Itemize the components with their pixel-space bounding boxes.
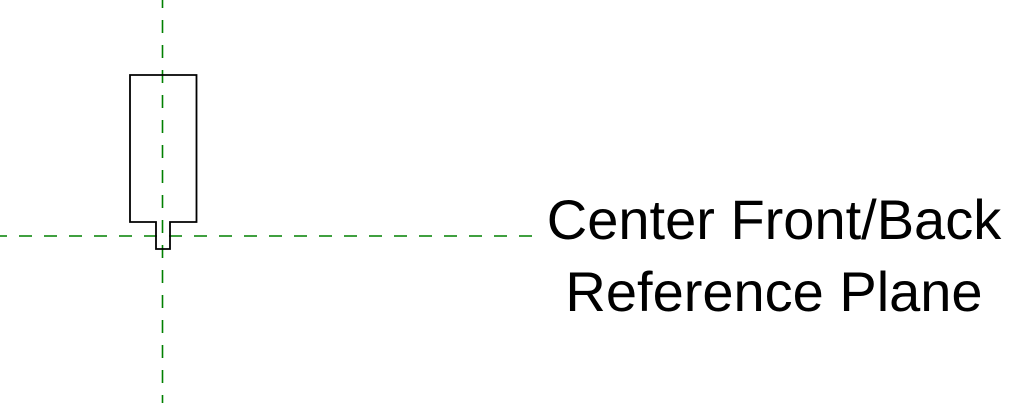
extrusion-profile-outline[interactable]	[129, 74, 198, 250]
reference-plane-label-line1: Center Front/Back	[546, 188, 1002, 251]
reference-plane-label[interactable]: Center Front/Back Reference Plane	[518, 184, 1030, 328]
reference-plane-label-line2: Reference Plane	[565, 260, 983, 323]
